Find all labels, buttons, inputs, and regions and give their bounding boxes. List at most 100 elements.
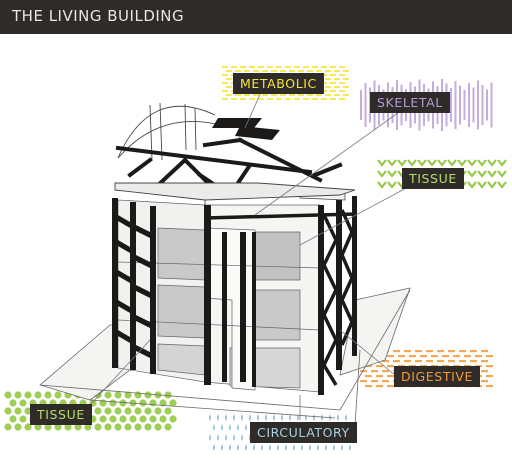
tissue-texture-mark (154, 423, 161, 430)
metabolic-texture-mark (231, 66, 237, 68)
tissue-texture-mark (164, 407, 171, 414)
tissue-texture-mark (134, 407, 141, 414)
tissue-texture-mark (54, 391, 61, 398)
tissue-texture-mark (458, 160, 466, 165)
tissue-texture-mark (104, 423, 111, 430)
digestive-texture-mark (481, 360, 488, 362)
metabolic-texture-mark (285, 66, 291, 68)
digestive-texture-mark (459, 350, 466, 352)
metabolic-texture-mark (325, 78, 331, 80)
metabolic-texture-mark (339, 74, 345, 76)
metabolic-texture-mark (222, 74, 228, 76)
tissue-texture-mark (119, 415, 126, 422)
metabolic-texture-mark (303, 66, 309, 68)
metabolic-texture-mark (271, 94, 277, 96)
tissue-texture-mark (99, 415, 106, 422)
circulatory-texture-mark (345, 414, 347, 421)
metabolic-texture-mark (339, 82, 345, 84)
tissue-texture-mark (149, 415, 156, 422)
metabolic-texture-mark (262, 70, 268, 72)
tissue-texture-mark (478, 182, 486, 187)
circulatory-texture-mark (333, 444, 335, 451)
tissue-texture-mark (19, 415, 26, 422)
skeletal-texture-mark (464, 90, 466, 120)
page-title: THE LIVING BUILDING (12, 7, 184, 25)
metabolic-texture-mark (334, 94, 340, 96)
tissue-texture-mark (388, 160, 396, 165)
digestive-texture-mark (387, 385, 394, 387)
skeletal-texture-mark (477, 81, 479, 130)
digestive-texture-mark (437, 350, 444, 352)
tissue-texture-mark (94, 423, 101, 430)
circulatory-texture-mark (213, 424, 215, 431)
digestive-texture-mark (464, 355, 471, 357)
circulatory-texture-mark (217, 414, 219, 421)
circulatory-texture-mark (217, 434, 219, 441)
digestive-texture-mark (481, 380, 488, 382)
digestive-texture-mark (387, 355, 394, 357)
tissue-texture-mark (468, 171, 476, 176)
circulatory-texture-mark (221, 444, 223, 451)
metabolic-texture-mark (253, 94, 259, 96)
metabolic-texture-mark (226, 78, 232, 80)
tissue-texture-mark (114, 423, 121, 430)
digestive-texture-mark (415, 360, 422, 362)
digestive-texture-mark (486, 385, 493, 387)
metabolic-texture-mark (222, 66, 228, 68)
label-digestive: DIGESTIVE (394, 366, 480, 387)
tissue-texture-mark (134, 391, 141, 398)
metabolic-texture-mark (226, 86, 232, 88)
metabolic-texture-mark (276, 98, 282, 100)
digestive-texture-mark (382, 380, 389, 382)
metabolic-texture-mark (271, 70, 277, 72)
digestive-texture-mark (376, 385, 383, 387)
metabolic-texture-mark (235, 70, 241, 72)
circulatory-texture-mark (253, 444, 255, 451)
metabolic-texture-mark (330, 90, 336, 92)
metabolic-texture-mark (253, 70, 259, 72)
digestive-texture-mark (486, 355, 493, 357)
metabolic-texture-mark (316, 70, 322, 72)
digestive-texture-mark (393, 360, 400, 362)
tissue-texture-mark (139, 415, 146, 422)
circulatory-texture-mark (261, 444, 263, 451)
tissue-texture-mark (378, 160, 386, 165)
circulatory-texture-mark (285, 444, 287, 451)
metabolic-texture-mark (307, 94, 313, 96)
metabolic-texture-mark (294, 66, 300, 68)
tissue-texture-mark (4, 423, 11, 430)
circulatory-texture-mark (229, 444, 231, 451)
circulatory-texture-mark (257, 414, 259, 421)
tissue-texture-mark (154, 407, 161, 414)
metabolic-texture-mark (258, 66, 264, 68)
tissue-texture-mark (378, 171, 386, 176)
metabolic-texture-mark (343, 86, 349, 88)
tissue-texture-mark (144, 407, 151, 414)
metabolic-texture-mark (303, 98, 309, 100)
metabolic-texture-mark (285, 98, 291, 100)
circulatory-texture-mark (209, 434, 211, 441)
tissue-texture-mark (134, 423, 141, 430)
tissue-texture-mark (388, 171, 396, 176)
metabolic-texture-mark (294, 98, 300, 100)
skeletal-texture-mark (360, 90, 362, 120)
tissue-texture-mark (114, 391, 121, 398)
metabolic-texture-mark (334, 86, 340, 88)
tissue-texture-mark (169, 415, 176, 422)
metabolic-texture-mark (222, 82, 228, 84)
tissue-texture-mark (4, 391, 11, 398)
metabolic-texture-mark (330, 98, 336, 100)
tissue-texture-mark (408, 160, 416, 165)
metabolic-texture-mark (249, 66, 255, 68)
metabolic-texture-mark (289, 70, 295, 72)
metabolic-texture-mark (231, 98, 237, 100)
metabolic-texture-mark (339, 66, 345, 68)
digestive-texture-mark (420, 355, 427, 357)
label-tissue-top: TISSUE (402, 168, 464, 189)
label-metabolic: METABOLIC (233, 73, 324, 94)
skeletal-texture-mark (468, 83, 470, 127)
tissue-texture-mark (144, 423, 151, 430)
metabolic-texture-mark (276, 66, 282, 68)
skeletal-texture-mark (482, 85, 484, 125)
digestive-texture-mark (387, 375, 394, 377)
